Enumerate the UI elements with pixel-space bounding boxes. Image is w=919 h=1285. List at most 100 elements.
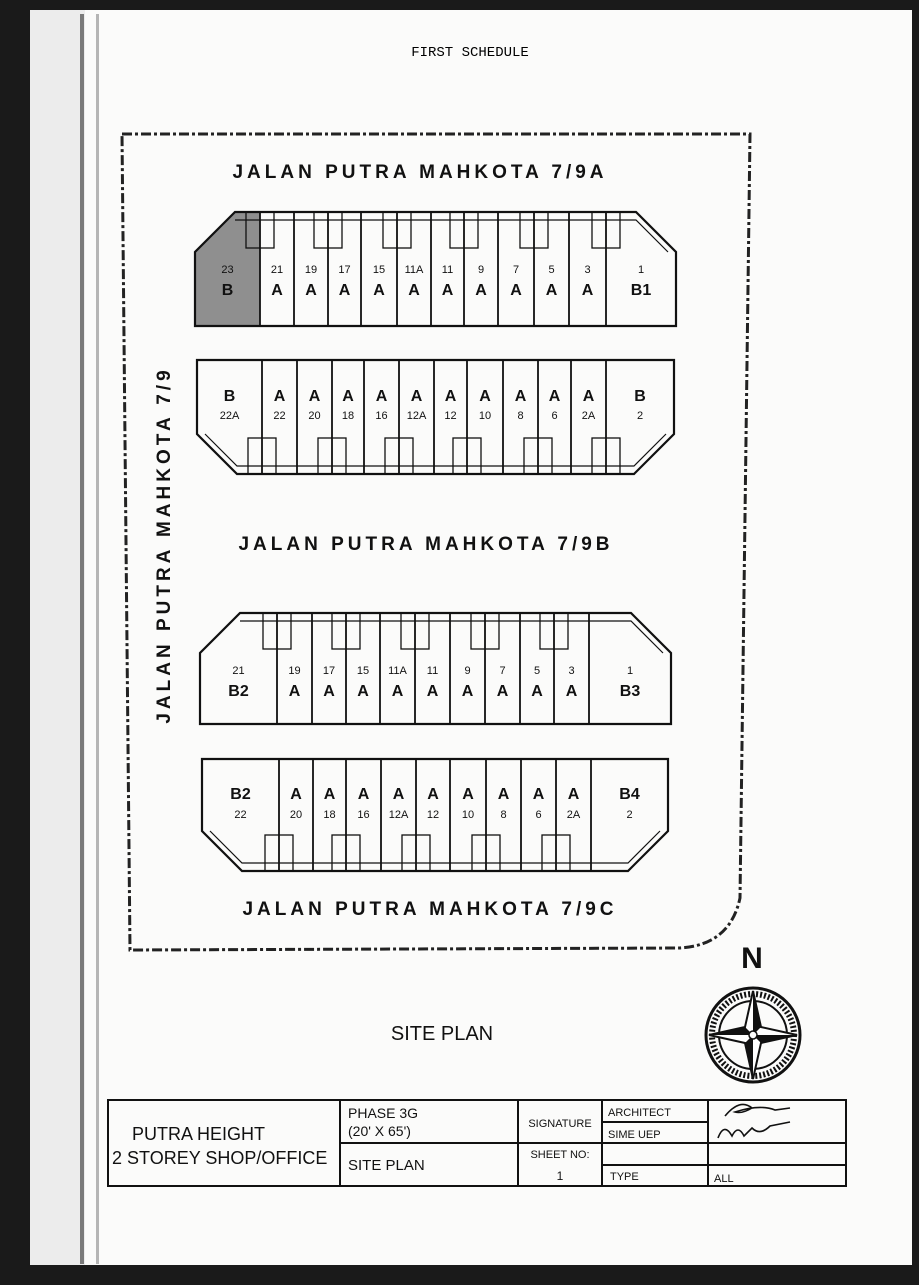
lot-type: A [442, 282, 454, 299]
type-label: TYPE [610, 1171, 639, 1183]
lot-type: A [357, 683, 369, 700]
lot-number: 11A [405, 264, 424, 276]
architect-signature [717, 1103, 791, 1139]
stair-core [539, 612, 569, 650]
lot-number: 22 [234, 809, 246, 821]
compass-rose-icon [704, 986, 802, 1084]
lot-number: 20 [290, 809, 302, 821]
lot-number: 19 [288, 665, 300, 677]
road-label-top: JALAN PUTRA MAHKOTA 7/9A [232, 162, 607, 183]
stair-core [331, 612, 361, 650]
lot-type: A [531, 683, 543, 700]
lot-type: B [224, 388, 236, 405]
lot-number: 21 [232, 665, 244, 677]
lot-type: A [274, 388, 286, 405]
stair-core [262, 612, 292, 650]
lot-type: A [462, 683, 474, 700]
drawing-name: SITE PLAN [348, 1157, 425, 1174]
lot-number: 10 [462, 809, 474, 821]
lot-type: B1 [631, 282, 652, 299]
lot-type: A [566, 683, 578, 700]
lot-type: B [222, 282, 234, 299]
lot-number: 20 [308, 410, 320, 422]
lot-number: 2A [582, 410, 596, 422]
lot-number: 16 [357, 809, 369, 821]
lot-number: 2A [567, 809, 581, 821]
lot-number: 15 [357, 665, 369, 677]
title-block [107, 1099, 847, 1187]
lot-number: 5 [534, 665, 540, 677]
lot-type: A [376, 388, 388, 405]
lot-type: B3 [620, 683, 641, 700]
lot-type: A [339, 282, 351, 299]
project-name: PUTRA HEIGHT [132, 1124, 265, 1144]
stair-core [591, 437, 621, 475]
lot-type: A [342, 388, 354, 405]
lot-type: A [533, 786, 545, 803]
stair-core [523, 437, 553, 475]
north-label: N [741, 942, 763, 975]
lot-number: 6 [535, 809, 541, 821]
building-type: 2 STOREY SHOP/OFFICE [112, 1148, 327, 1168]
lot-number: 17 [323, 665, 335, 677]
architect-name: SIME UEP [608, 1129, 661, 1141]
shoplot-blocks: 23B21A19A17A15A11AA11A9A7A5A3A1B122AB22A… [193, 210, 678, 873]
setback-line [235, 219, 669, 253]
lot-type: A [358, 786, 370, 803]
stair-core [471, 834, 501, 872]
stair-core [519, 211, 549, 249]
lot-number: 7 [499, 665, 505, 677]
sheet-no-value: 1 [557, 1169, 564, 1183]
lot-number: 23 [221, 264, 233, 276]
lot-type: A [324, 786, 336, 803]
stair-core [449, 211, 479, 249]
lot-number: 12 [427, 809, 439, 821]
stair-core [541, 834, 571, 872]
lot-type: A [583, 388, 595, 405]
sheet-no-label: SHEET NO: [530, 1149, 589, 1161]
block-outline [193, 210, 678, 328]
lot-type: A [271, 282, 283, 299]
lot-number: 16 [375, 410, 387, 422]
stair-core [247, 437, 277, 475]
lot-type: A [549, 388, 561, 405]
lot-number: 17 [338, 264, 350, 276]
lot-type: A [323, 683, 335, 700]
lot-number: 18 [323, 809, 335, 821]
lot-type: A [408, 282, 420, 299]
highlighted-lot [195, 212, 260, 326]
lot-number: 18 [342, 410, 354, 422]
lot-type: A [510, 282, 522, 299]
binding-line [96, 14, 99, 1264]
architect-label: ARCHITECT [608, 1107, 671, 1119]
site-plan-label: SITE PLAN [391, 1023, 493, 1045]
stair-core [313, 211, 343, 249]
lot-type: A [373, 282, 385, 299]
stair-core [384, 437, 414, 475]
lot-type: A [497, 683, 509, 700]
lot-number: 7 [513, 264, 519, 276]
lot-type: A [289, 683, 301, 700]
setback-line [240, 620, 664, 654]
lot-type: A [290, 786, 302, 803]
lot-number: 11A [388, 665, 407, 677]
block-outline [195, 358, 676, 476]
phase-label: PHASE 3G [348, 1105, 418, 1121]
lot-number: 5 [548, 264, 554, 276]
lot-number: 10 [479, 410, 491, 422]
stair-core [382, 211, 412, 249]
signature-label: SIGNATURE [528, 1118, 591, 1130]
stair-core [591, 211, 621, 249]
lot-number: 8 [517, 410, 523, 422]
lot-number: 19 [305, 264, 317, 276]
lot-number: 15 [373, 264, 385, 276]
lot-number: 12A [389, 809, 409, 821]
stair-core [400, 612, 430, 650]
lot-number: 12A [407, 410, 427, 422]
lot-type: A [475, 282, 487, 299]
lot-dimensions: (20' X 65') [348, 1123, 411, 1139]
